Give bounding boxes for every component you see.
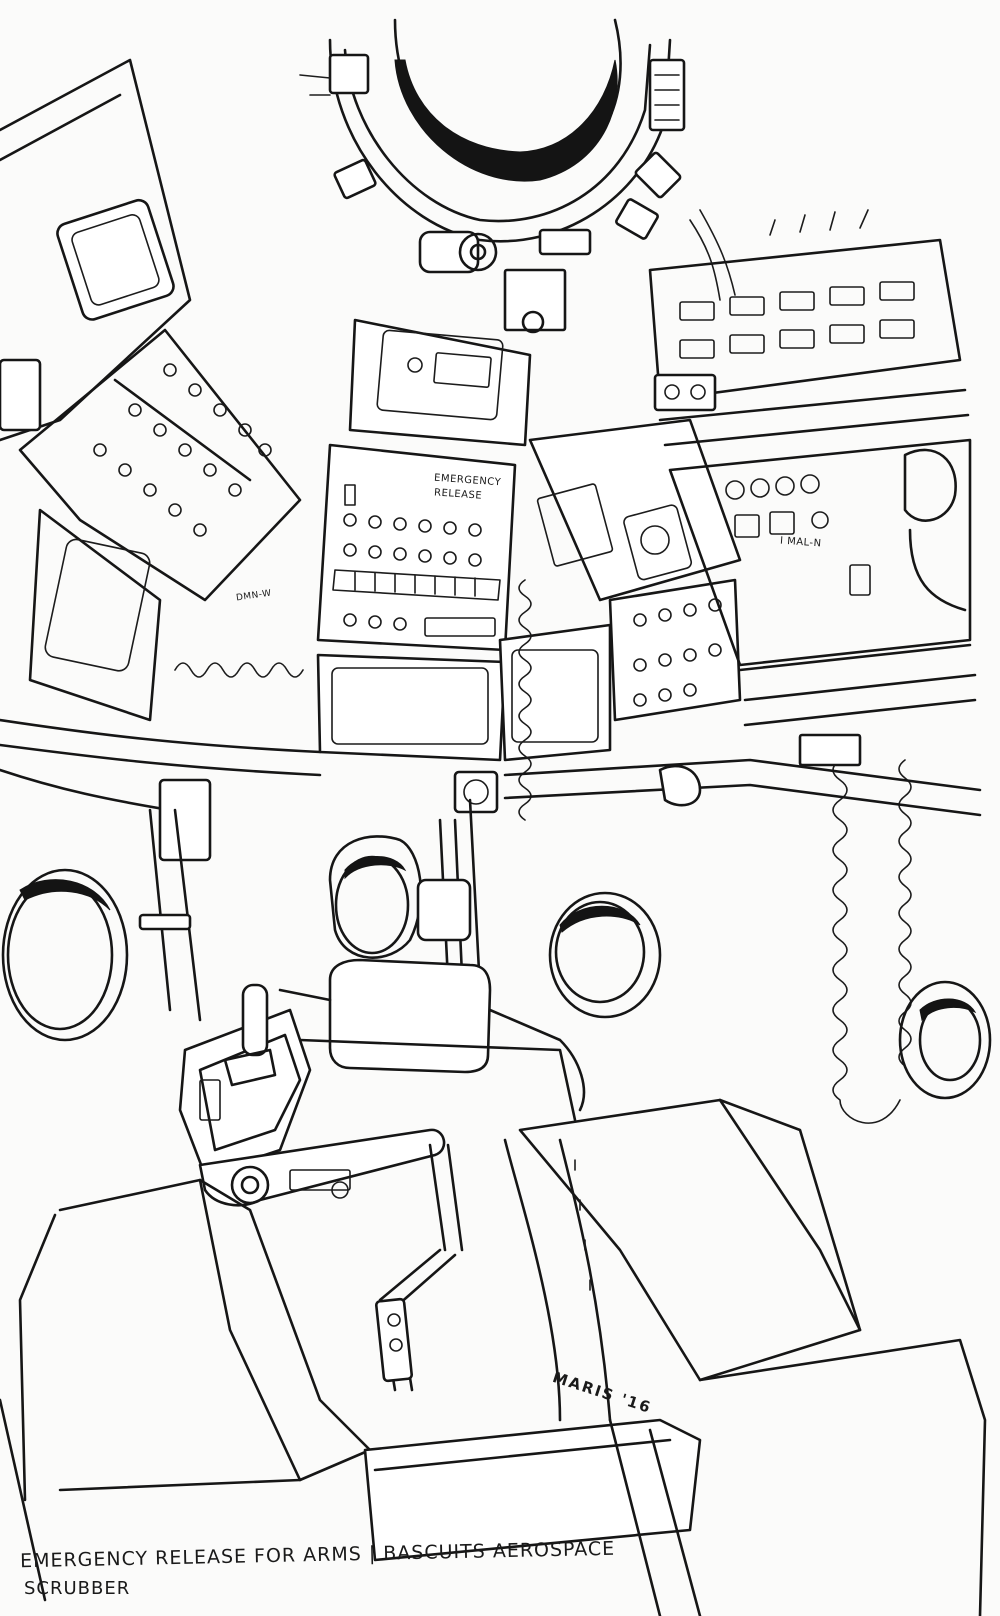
support-arm (200, 1130, 462, 1390)
right-angled-console (500, 420, 740, 760)
center-console (318, 320, 530, 760)
support-rod (418, 800, 480, 990)
coiled-cords (175, 580, 911, 1123)
top-hatch (300, 20, 735, 332)
pipe-rail (0, 720, 980, 860)
caption-line-2: SCRUBBER (24, 1578, 131, 1599)
upper-left-panels (0, 60, 300, 720)
center-portholes (330, 836, 990, 1098)
crew-seats (0, 1100, 985, 1616)
upper-right-panels (650, 210, 975, 725)
seat-frame (280, 960, 584, 1120)
joystick-controller (180, 985, 310, 1175)
left-porthole (3, 810, 200, 1040)
